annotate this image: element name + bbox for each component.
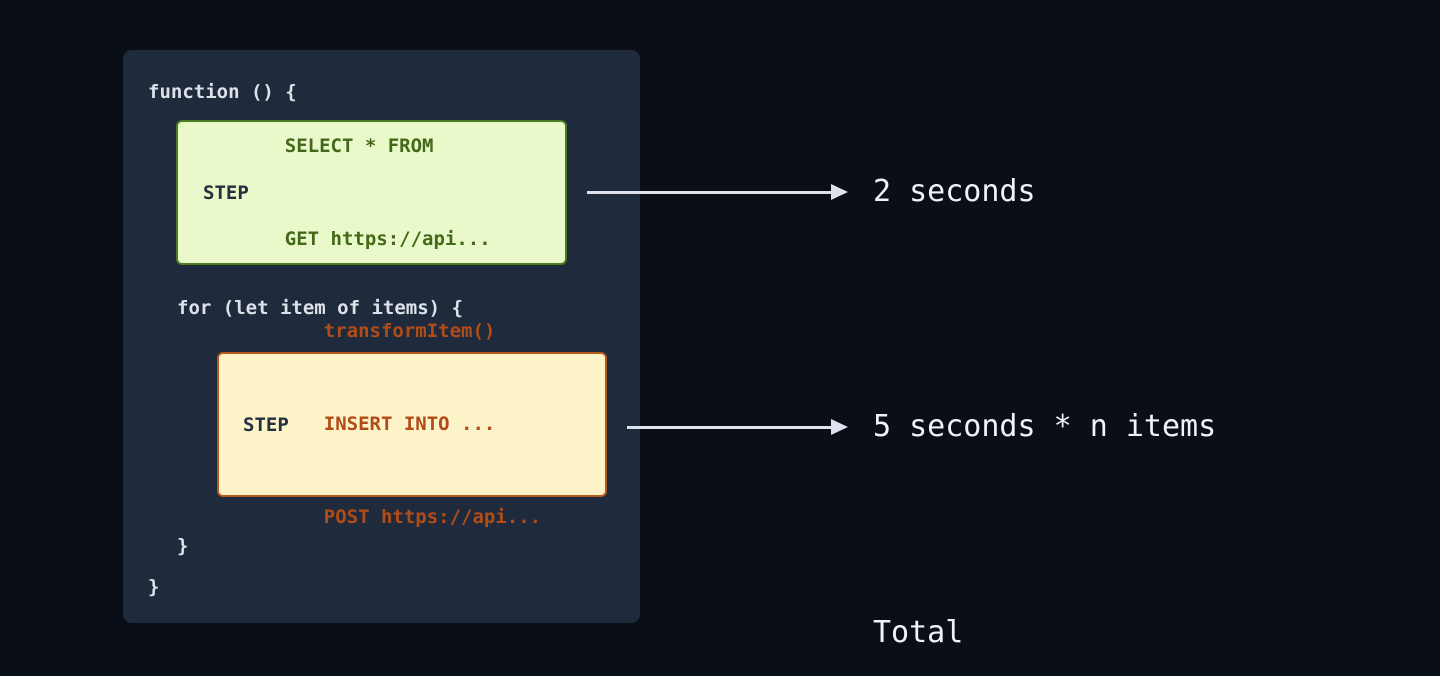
arrow-shaft [587, 190, 831, 194]
arrow-head-icon [831, 419, 848, 435]
extract-step-label: STEP [203, 181, 249, 204]
extract-timing-label: 2 seconds [873, 174, 1036, 209]
load-step-label: STEP [243, 413, 289, 436]
total-title: Total [873, 615, 964, 650]
extract-code-line-get: GET https://api... [284, 227, 491, 250]
extract-timing-arrow [587, 178, 848, 206]
load-step-box: STEP transformItem() INSERT INTO ... POS… [217, 320, 607, 528]
total-block: Total 100 items = 502 seconds [873, 530, 1288, 676]
code-line-function-open: function () { [148, 81, 297, 103]
load-code-line-transform: transformItem() [323, 320, 496, 342]
arrow-shaft [627, 425, 831, 429]
arrow-head-icon [831, 184, 848, 200]
load-code-line-insert: INSERT INTO ... [323, 413, 496, 435]
extract-step-box: STEP SELECT * FROM GET https://api... [176, 120, 567, 265]
code-line-for-close: } [177, 535, 189, 557]
code-line-for-open: for (let item of items) { [177, 297, 463, 319]
code-line-function-close: } [148, 576, 160, 598]
load-step-code: transformItem() INSERT INTO ... POST htt… [324, 254, 541, 595]
code-panel: function () { STEP SELECT * FROM GET htt… [123, 50, 640, 623]
load-timing-label: 5 seconds * n items [873, 409, 1217, 444]
load-timing-arrow [627, 413, 848, 441]
extract-step-code: SELECT * FROM GET https://api... [285, 69, 491, 317]
load-code-line-post: POST https://api... [323, 506, 542, 528]
extract-code-line-select: SELECT * FROM [284, 134, 434, 157]
